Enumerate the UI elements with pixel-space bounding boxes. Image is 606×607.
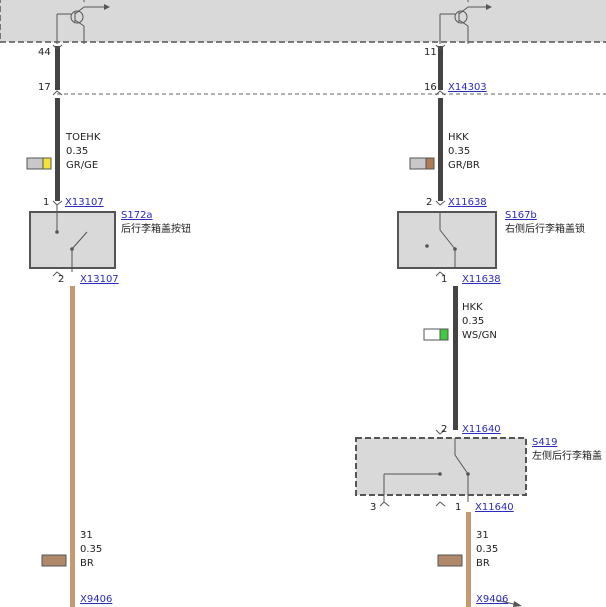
s172a-description: 后行李箱盖按钮 [121, 222, 191, 235]
s167b-in-link[interactable]: X11638 [448, 197, 487, 208]
s419-description: 左侧后行李箱盖 [532, 449, 602, 462]
pin-number-16: 16 [424, 82, 437, 93]
ground-right-size: 0.35 [476, 544, 498, 555]
wire-hkk-upper-size: 0.35 [448, 146, 470, 157]
wire-hkk-upper-color: GR/BR [448, 160, 480, 171]
wire-color-swatch-br-left [41, 554, 67, 567]
s419-out-pin: 1 [455, 502, 461, 513]
wire-hkk-upper-code: HKK [448, 132, 469, 143]
wire-color-swatch-br-right [437, 554, 463, 567]
wire-ground-left[interactable] [70, 286, 75, 607]
wire-hkk-lower-size: 0.35 [462, 316, 484, 327]
transistor-symbol-right [439, 0, 492, 44]
pin-number-17: 17 [38, 82, 51, 93]
s167b-description: 右侧后行李箱盖锁 [505, 222, 585, 235]
pin-markers [52, 44, 446, 507]
ground-left-color: BR [80, 558, 94, 569]
s172a-in-pin: 1 [43, 197, 49, 208]
s419-out-link[interactable]: X11640 [475, 502, 514, 513]
s167b-out-link[interactable]: X11638 [462, 274, 501, 285]
s172a-out-pin: 2 [58, 274, 64, 285]
switch-s167b[interactable] [397, 211, 497, 269]
s167b-in-pin: 2 [426, 197, 432, 208]
wire-toehk-code: TOEHK [65, 132, 101, 143]
s419-side-pin: 3 [370, 502, 376, 513]
ground-right-link[interactable]: X9406 [476, 594, 508, 605]
transistor-symbol-left [56, 0, 110, 44]
wire-toehk-size: 0.35 [66, 146, 88, 157]
wire-hkk-lower-code: HKK [462, 302, 483, 313]
wire-color-swatch-gr-br [409, 157, 435, 170]
connector-link-x14303[interactable]: X14303 [448, 82, 487, 93]
control-module-top [0, 0, 606, 43]
s419-in-link[interactable]: X11640 [462, 424, 501, 435]
arrow-right-icon [495, 599, 522, 607]
ground-left-link[interactable]: X9406 [80, 594, 112, 605]
wire-color-swatch-gr-ge [26, 157, 52, 170]
s167b-component-link[interactable]: S167b [505, 210, 537, 221]
wire-toehk[interactable] [55, 98, 60, 201]
s419-component-link[interactable]: S419 [532, 437, 557, 448]
wire-color-swatch-ws-gn [423, 328, 449, 341]
pin-number-11: 11 [424, 47, 437, 58]
ground-right-code: 31 [476, 530, 489, 541]
pin-number-44: 44 [38, 47, 51, 58]
wire-toehk-color: GR/GE [66, 160, 98, 171]
ground-left-size: 0.35 [80, 544, 102, 555]
wire-segment-left-top[interactable] [55, 46, 60, 90]
wire-hkk-upper[interactable] [438, 98, 443, 201]
wire-hkk-lower[interactable] [453, 286, 458, 430]
s167b-out-pin: 1 [441, 274, 447, 285]
ground-left-code: 31 [80, 530, 93, 541]
wire-segment-right-top[interactable] [438, 46, 443, 90]
s419-in-pin: 2 [441, 424, 447, 435]
switch-s172a[interactable] [29, 205, 116, 272]
switch-s419[interactable] [355, 437, 527, 502]
s172a-in-link[interactable]: X13107 [65, 197, 104, 208]
wire-ground-right[interactable] [466, 512, 471, 607]
wire-hkk-lower-color: WS/GN [462, 330, 497, 341]
s172a-out-link[interactable]: X13107 [80, 274, 119, 285]
s172a-component-link[interactable]: S172a [121, 210, 153, 221]
ground-right-color: BR [476, 558, 490, 569]
